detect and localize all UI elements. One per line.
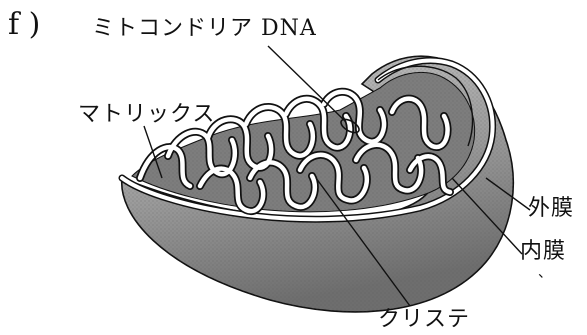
stray-mark: 、 [538, 266, 553, 280]
label-mito-dna: ミトコンドリア DNA [92, 18, 317, 40]
label-cristae: クリステ [378, 309, 470, 331]
label-matrix: マトリックス [78, 104, 215, 126]
figure-part-label: f ) [8, 10, 40, 40]
label-outer-membrane: 外膜 [528, 198, 574, 220]
label-inner-membrane: 内膜 [520, 241, 566, 263]
